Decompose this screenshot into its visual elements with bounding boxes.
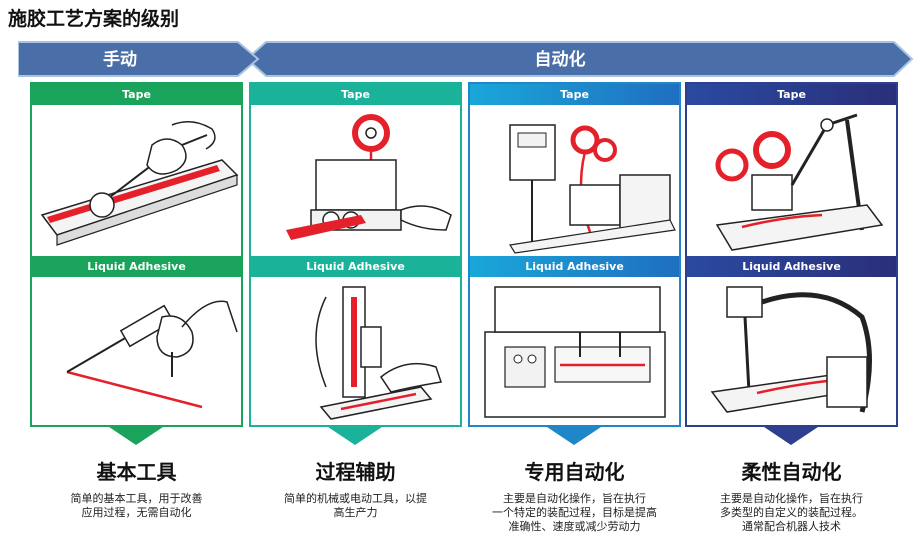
liquid-adhesive-header: Liquid Adhesive	[470, 256, 679, 277]
level-column-dedicated-automation: Tape Liquid Adhesive	[468, 82, 681, 427]
liquid-adhesive-header: Liquid Adhesive	[32, 256, 241, 277]
banner-manual-segment	[18, 41, 260, 77]
dedicated-dispensing-machine-illustration	[484, 286, 666, 418]
page-title: 施胶工艺方案的级别	[8, 8, 180, 30]
level-title-flexible-automation: 柔性自动化	[741, 460, 842, 484]
liquid-adhesive-header: Liquid Adhesive	[251, 256, 460, 277]
column-arrow-process-aid	[325, 425, 385, 445]
robot-tape-illustration	[715, 113, 884, 251]
level-column-flexible-automation: Tape Liquid Adhesive	[685, 82, 898, 427]
automation-level-banner	[18, 41, 914, 77]
robot-dispensing-illustration	[710, 286, 872, 413]
column-arrow-basic-tools	[106, 425, 166, 445]
tape-header: Tape	[687, 84, 896, 105]
banner-automation-label: 自动化	[534, 50, 586, 70]
column-arrow-flexible-automation	[761, 425, 821, 445]
tape-hand-roller-illustration	[40, 121, 239, 246]
column-arrow-dedicated-automation	[544, 425, 604, 445]
tape-header: Tape	[470, 84, 679, 105]
pneumatic-dispenser-illustration	[315, 286, 442, 420]
level-title-process-aid: 过程辅助	[315, 460, 396, 484]
level-title-basic-tools: 基本工具	[96, 460, 177, 484]
caulking-gun-illustration	[66, 300, 238, 409]
level-desc-flexible-automation: 主要是自动化操作，旨在执行多类型的自定义的装配过程。通常配合机器人技术	[720, 492, 863, 533]
liquid-adhesive-header: Liquid Adhesive	[687, 256, 896, 277]
level-desc-process-aid: 简单的机械或电动工具，以提高生产力	[284, 492, 427, 519]
level-desc-dedicated-automation: 主要是自动化操作，旨在执行一个特定的装配过程，目标是提高准确性、速度或减少劳动力	[492, 492, 657, 533]
banner-manual-label: 手动	[103, 50, 137, 70]
tape-header: Tape	[32, 84, 241, 105]
level-title-dedicated-automation: 专用自动化	[524, 460, 625, 484]
level-desc-basic-tools: 简单的基本工具，用于改善应用过程，无需自动化	[70, 492, 203, 519]
level-column-basic-tools: Tape Liquid Adhesive	[30, 82, 243, 427]
tape-dispenser-illustration	[286, 114, 452, 240]
tape-header: Tape	[251, 84, 460, 105]
dedicated-tape-machine-illustration	[509, 124, 676, 254]
level-column-process-aid: Tape Liquid Adhesive	[249, 82, 462, 427]
